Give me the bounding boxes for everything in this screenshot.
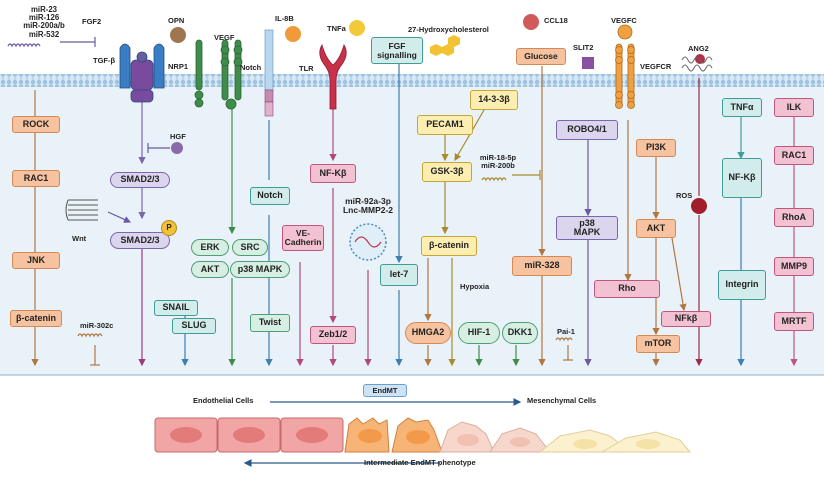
ang2-receptor bbox=[681, 54, 713, 72]
tlr-label: TLR bbox=[299, 64, 314, 73]
slit2-ligand bbox=[582, 57, 594, 69]
vegf-label: VEGF bbox=[214, 33, 235, 42]
hmga2-box: HMGA2 bbox=[405, 322, 451, 344]
tnfa-box: TNFα bbox=[722, 98, 762, 117]
pai1-hairpin-icon bbox=[555, 337, 573, 342]
tgfb-label: TGF-β bbox=[93, 56, 116, 65]
mirna-hairpin-icon bbox=[7, 43, 41, 48]
tnfa-ligand bbox=[349, 20, 365, 36]
cell-strip bbox=[154, 417, 692, 453]
glucose-box: Glucose bbox=[516, 48, 566, 65]
let7-box: let-7 bbox=[380, 264, 418, 286]
pi3k-box: PI3K bbox=[636, 139, 676, 157]
wnt-label: Wnt bbox=[72, 234, 87, 243]
mesenchymal-label: Mesenchymal Cells bbox=[527, 396, 597, 405]
opn-label: OPN bbox=[168, 16, 185, 25]
ccl18-label: CCL18 bbox=[544, 16, 568, 25]
hgf-label: HGF bbox=[170, 132, 186, 141]
vegfcr-label: VEGFCR bbox=[640, 62, 672, 71]
hgf-ligand bbox=[171, 142, 183, 154]
notch-receptor bbox=[264, 29, 274, 117]
14-3-3-box: 14-3-3β bbox=[470, 90, 518, 110]
mrtf-box: MRTF bbox=[774, 312, 814, 331]
bcatenin-mid-box: β-catenin bbox=[421, 236, 477, 256]
p38mapk-mid-box: p38 MAPK bbox=[230, 261, 290, 278]
mirna-cluster-label: miR-23 miR-126 miR-200a/b miR-532 bbox=[23, 5, 65, 39]
hif1-box: HIF-1 bbox=[458, 322, 500, 344]
mirna-vesicle-icon bbox=[349, 223, 387, 261]
robo41-box: ROBO4/1 bbox=[556, 120, 618, 140]
fgf-signalling-box: FGF signalling bbox=[371, 37, 423, 64]
integrin-box: Integrin bbox=[718, 270, 766, 300]
vegfc-label: VEGFC bbox=[611, 16, 637, 25]
dkk1-box: DKK1 bbox=[502, 322, 538, 344]
rac1-right-box: RAC1 bbox=[774, 146, 814, 165]
mmp9-box: MMP9 bbox=[774, 257, 814, 276]
smad23-top-box: SMAD2/3 bbox=[110, 172, 170, 188]
mir302c-label: miR-302c bbox=[80, 321, 114, 330]
mir302c-hairpin-icon bbox=[77, 333, 103, 338]
hydroxycholesterol-molecule bbox=[430, 35, 460, 56]
phospho-badge: P bbox=[161, 220, 177, 236]
notch-box: Notch bbox=[250, 187, 290, 205]
nfkb-mid-box: NF-Kβ bbox=[310, 164, 356, 183]
erk-box: ERK bbox=[191, 239, 229, 256]
opn-ligand bbox=[170, 27, 186, 43]
vegf-receptor bbox=[194, 39, 243, 110]
wnt-icon bbox=[65, 199, 98, 221]
bcatenin-left-box: β-catenin bbox=[10, 310, 62, 327]
ros-icon bbox=[691, 198, 707, 214]
gsk3b-box: GSK-3β bbox=[422, 162, 472, 182]
ccl18-ligand bbox=[523, 14, 539, 30]
src-box: SRC bbox=[232, 239, 268, 256]
mir92a-label: miR-92a-3p Lnc-MMP2-2 bbox=[342, 196, 394, 215]
akt-left-box: AKT bbox=[191, 261, 229, 278]
mtor-box: mTOR bbox=[636, 335, 680, 353]
tgfb-receptor bbox=[119, 43, 165, 103]
pecam1-box: PECAM1 bbox=[417, 115, 473, 135]
mir18-label: miR-18-5p miR-200b bbox=[479, 153, 517, 170]
rac1-left-box: RAC1 bbox=[12, 170, 60, 187]
endmt-box: EndMT bbox=[363, 384, 407, 397]
akt-right-box: AKT bbox=[636, 219, 676, 238]
twist-box: Twist bbox=[250, 314, 290, 332]
mir18-hairpin-icon bbox=[481, 177, 507, 182]
endothelial-label: Endothelial Cells bbox=[193, 396, 254, 405]
p38mapk-right-box: p38 MAPK bbox=[556, 216, 618, 240]
snail-box: SNAIL bbox=[154, 300, 198, 316]
fgf2-label: FGF2 bbox=[82, 17, 102, 26]
notch-receptor-label: Notch bbox=[240, 63, 262, 72]
il8-label: IL-8B bbox=[275, 14, 294, 23]
nfkb-right-box: NFkβ bbox=[661, 311, 711, 327]
rock-box: ROCK bbox=[12, 116, 60, 133]
il8-ligand bbox=[285, 26, 301, 42]
intermediate-label: Intermediate EndMT phenotype bbox=[364, 458, 476, 467]
hypoxia-label: Hypoxia bbox=[460, 282, 490, 291]
vegfc-receptor bbox=[615, 24, 635, 109]
pai1-label: Pai-1 bbox=[557, 327, 575, 336]
ros-label: ROS bbox=[676, 191, 693, 200]
nrp1-label: NRP1 bbox=[168, 62, 189, 71]
nfkb-far-box: NF-Kβ bbox=[722, 158, 762, 198]
slit2-label: SLIT2 bbox=[573, 43, 594, 52]
ve-cadherin-box: VE- Cadherin bbox=[282, 225, 324, 251]
slug-box: SLUG bbox=[172, 318, 216, 334]
tnfa-ligand-label: TNFa bbox=[327, 24, 346, 33]
tlr-receptor bbox=[319, 44, 347, 110]
smad23-p-box: SMAD2/3 bbox=[110, 232, 170, 249]
rho-box: Rho bbox=[594, 280, 660, 298]
zeb12-box: Zeb1/2 bbox=[310, 326, 356, 344]
ang2-label: ANG2 bbox=[688, 44, 709, 53]
hydroxycholesterol-label: 27-Hydroxycholesterol bbox=[408, 25, 489, 34]
mir328-box: miR-328 bbox=[512, 256, 572, 276]
ilk-box: ILK bbox=[774, 98, 814, 117]
jnk-box: JNK bbox=[12, 252, 60, 269]
rhoa-box: RhoA bbox=[774, 208, 814, 227]
